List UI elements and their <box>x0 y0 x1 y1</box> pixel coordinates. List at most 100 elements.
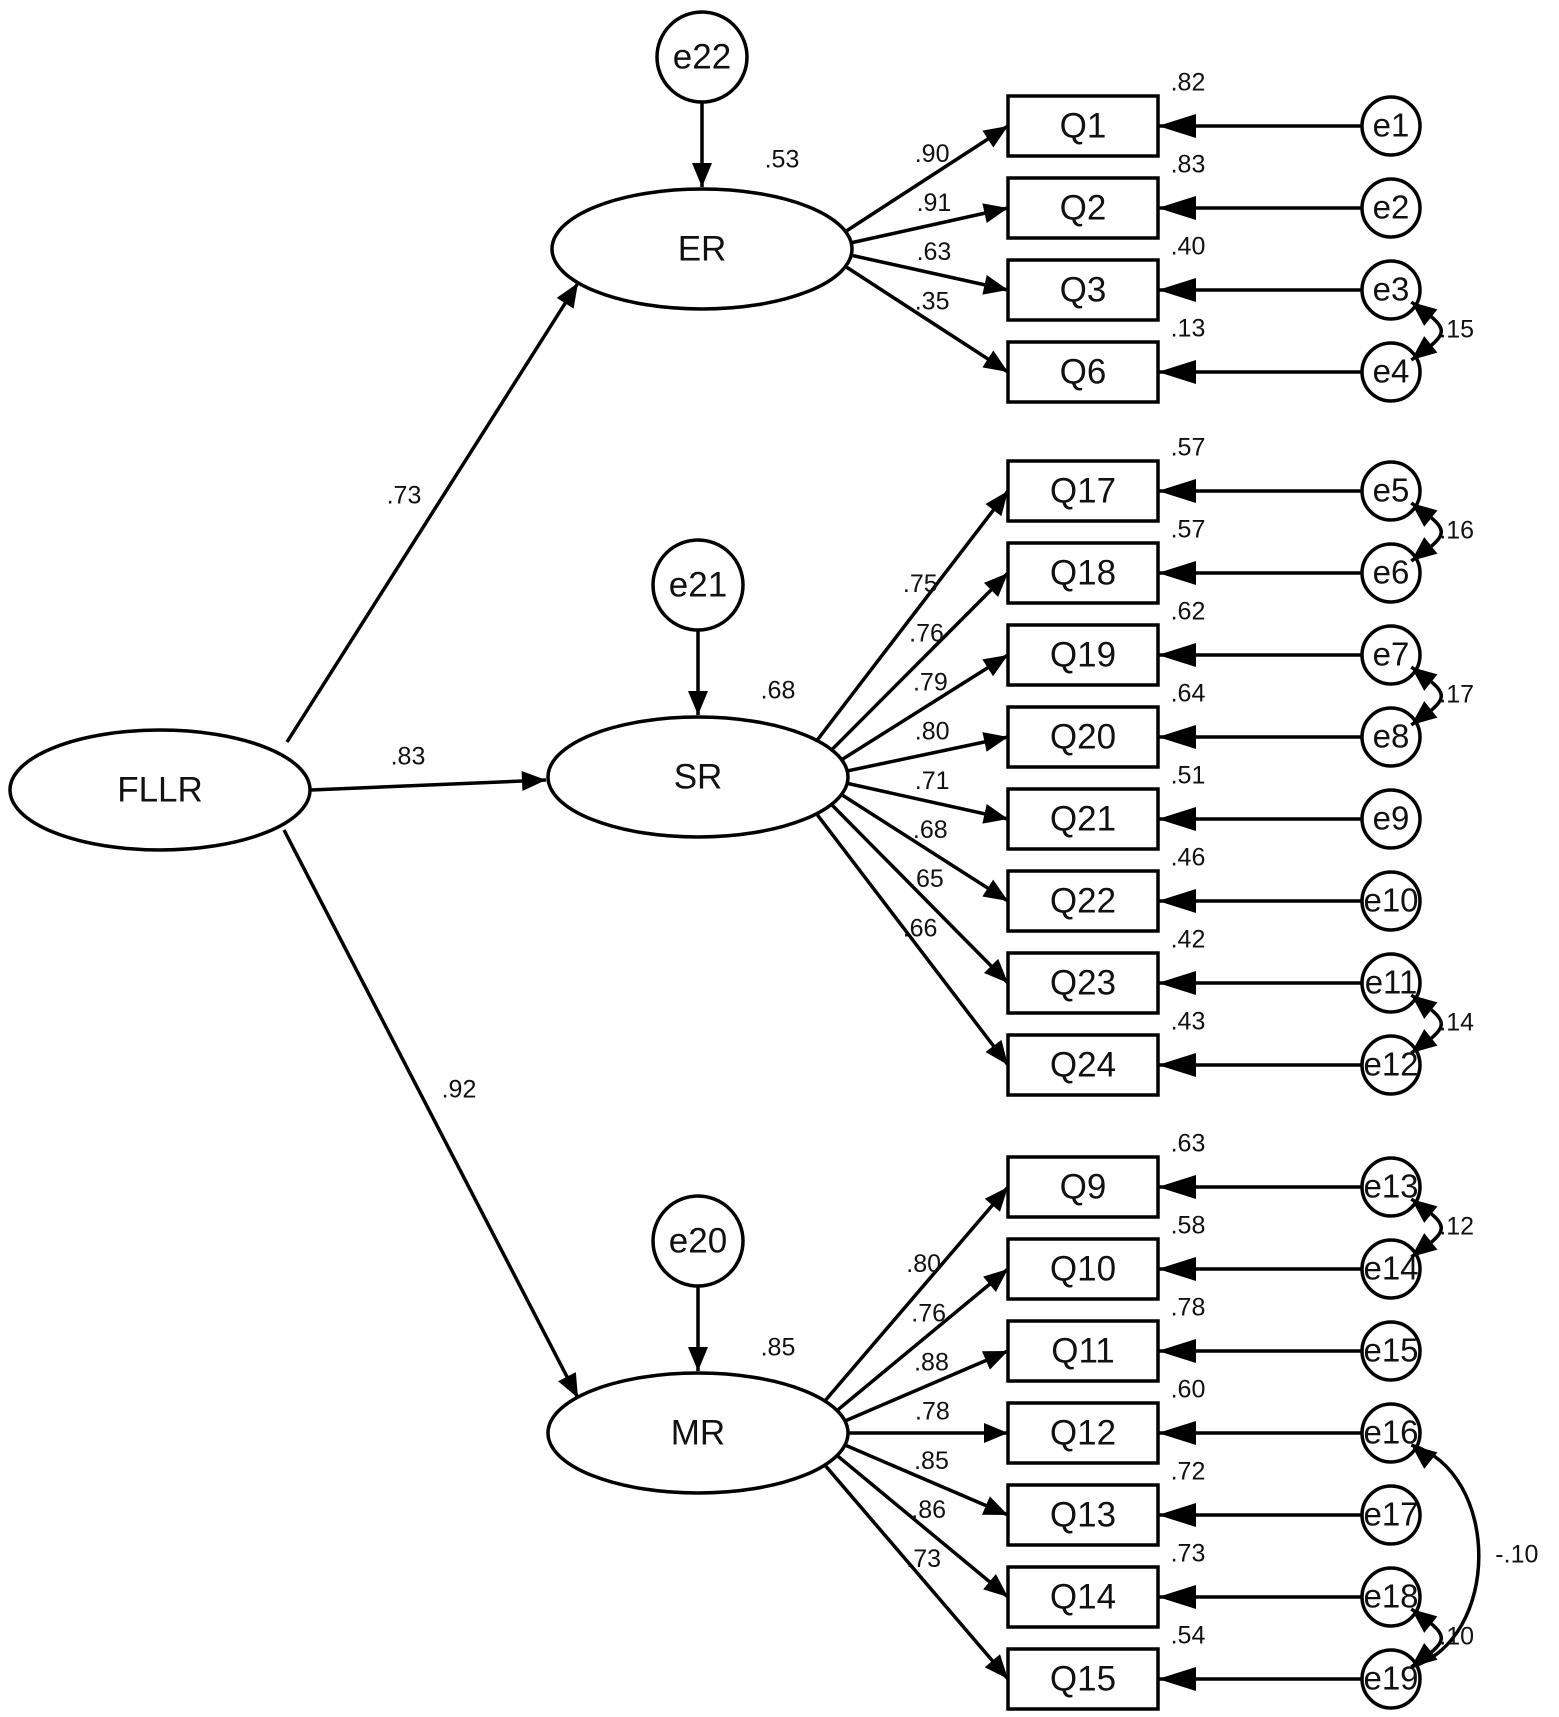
loading-path-q17 <box>811 489 1010 747</box>
covariance-e3-e4-head-a <box>1411 302 1438 326</box>
covariance-e13-e14-head-a <box>1411 1199 1438 1223</box>
indicator-box-q11 <box>1006 1319 1160 1383</box>
loading-coef-q13: .85 <box>914 1447 949 1475</box>
indicator-r2-q17: .57 <box>1171 434 1206 462</box>
covariance-e7-e8-value: .17 <box>1439 681 1474 709</box>
indicator-box-q19 <box>1006 623 1160 687</box>
error-path-head-e8 <box>1158 725 1196 749</box>
indicator-box-q14 <box>1006 1565 1160 1629</box>
error-e5 <box>1360 460 1422 522</box>
loading-coef-q9: .80 <box>906 1250 941 1278</box>
error-path-head-e1 <box>1158 114 1196 138</box>
error-e19 <box>1360 1648 1422 1710</box>
loading-path-q1-head <box>982 126 1008 148</box>
loading-path-q24 <box>811 807 1010 1067</box>
loading-coef-q23: .65 <box>909 865 944 893</box>
latent-label-fllr: FLLR <box>117 770 203 809</box>
loading-coef-q14: .86 <box>911 1496 946 1524</box>
error-path-head-e4 <box>1158 360 1196 384</box>
latent-fllr <box>8 728 312 852</box>
indicator-r2-q24: .43 <box>1171 1008 1206 1036</box>
error-e12 <box>1360 1034 1422 1096</box>
error-label-e12: e12 <box>1363 1046 1418 1083</box>
structural-path-sr-head <box>521 771 546 792</box>
error-e6 <box>1360 542 1422 604</box>
loading-coef-q19: .79 <box>913 668 948 696</box>
indicator-label-q10: Q10 <box>1050 1249 1116 1288</box>
error-label-e2: e2 <box>1373 189 1410 226</box>
covariance-e16-e19 <box>1410 1443 1481 1669</box>
error-e1 <box>1360 95 1422 157</box>
disturbance-e22 <box>655 10 749 104</box>
error-e11 <box>1360 952 1422 1014</box>
indicator-r2-q6: .13 <box>1171 315 1206 343</box>
error-label-e17: e17 <box>1363 1496 1418 1533</box>
error-path-head-e2 <box>1158 196 1196 220</box>
covariance-e5-e6-head-a <box>1411 503 1438 527</box>
latent-label-mr: MR <box>671 1413 725 1452</box>
loading-path-q11-head <box>982 1351 1008 1370</box>
indicator-box-q2 <box>1006 176 1160 240</box>
indicator-label-q19: Q19 <box>1050 635 1116 674</box>
loading-coef-q21: .71 <box>915 767 950 795</box>
loading-path-q20-head <box>982 732 1008 752</box>
covariance-e18-e19-head-a <box>1411 1609 1438 1633</box>
indicator-r2-q22: .46 <box>1171 844 1206 872</box>
indicator-label-q18: Q18 <box>1050 553 1116 592</box>
error-e3 <box>1360 259 1422 321</box>
error-e14 <box>1360 1238 1422 1300</box>
covariance-e11-e12-head-b <box>1411 1029 1438 1053</box>
error-e13 <box>1360 1156 1422 1218</box>
error-e16 <box>1360 1402 1422 1464</box>
loading-path-q6-head <box>982 350 1008 372</box>
indicator-label-q2: Q2 <box>1060 188 1107 227</box>
error-label-e8: e8 <box>1373 718 1410 755</box>
latent-r2-er: .53 <box>765 146 800 174</box>
structural-coef-mr: .92 <box>442 1076 477 1104</box>
loading-path-q3-head <box>982 275 1008 295</box>
error-path-head-e19 <box>1158 1667 1196 1691</box>
error-e4 <box>1360 341 1422 403</box>
disturbance-arrow-e21-head <box>688 691 708 715</box>
indicator-label-q17: Q17 <box>1050 471 1116 510</box>
error-label-e1: e1 <box>1373 107 1410 144</box>
indicator-label-q3: Q3 <box>1060 270 1107 309</box>
indicator-r2-q11: .78 <box>1171 1294 1206 1322</box>
indicator-label-q6: Q6 <box>1060 352 1107 391</box>
indicator-label-q13: Q13 <box>1050 1495 1116 1534</box>
covariance-e13-e14-head-b <box>1411 1233 1438 1257</box>
loading-path-q9 <box>819 1185 1010 1408</box>
latent-sr <box>546 715 850 839</box>
latent-r2-sr: .68 <box>761 677 796 705</box>
indicator-r2-q21: .51 <box>1171 762 1206 790</box>
loading-path-q9-head <box>984 1187 1008 1212</box>
indicator-r2-q9: .63 <box>1171 1130 1206 1158</box>
error-path-head-e5 <box>1158 479 1196 503</box>
loading-path-q12-head <box>984 1423 1008 1443</box>
structural-path-er <box>285 282 580 743</box>
error-path-head-e6 <box>1158 561 1196 585</box>
loading-coef-q6: .35 <box>915 287 950 315</box>
loading-path-q23-head <box>984 958 1008 983</box>
error-e10 <box>1360 870 1422 932</box>
loading-path-q19 <box>834 653 1009 766</box>
covariance-e3-e4-value: .15 <box>1439 316 1474 344</box>
loading-path-q14-head <box>983 1573 1008 1597</box>
indicator-r2-q14: .73 <box>1171 1540 1206 1568</box>
structural-path-mr <box>282 829 580 1399</box>
indicator-box-q18 <box>1006 541 1160 605</box>
loading-path-q10-head <box>983 1269 1008 1293</box>
loading-path-q2-head <box>982 203 1008 223</box>
loading-path-q14 <box>830 1449 1010 1599</box>
indicator-r2-q19: .62 <box>1171 598 1206 626</box>
loading-path-q11 <box>837 1349 1009 1426</box>
indicator-box-q23 <box>1006 951 1160 1015</box>
indicator-r2-q15: .54 <box>1171 1622 1206 1650</box>
error-label-e4: e4 <box>1373 353 1410 390</box>
error-label-e9: e9 <box>1373 800 1410 837</box>
error-path-head-e16 <box>1158 1421 1196 1445</box>
loading-path-q6 <box>838 261 1009 374</box>
loading-coef-q15: .73 <box>906 1545 941 1573</box>
indicator-r2-q1: .82 <box>1171 69 1206 97</box>
